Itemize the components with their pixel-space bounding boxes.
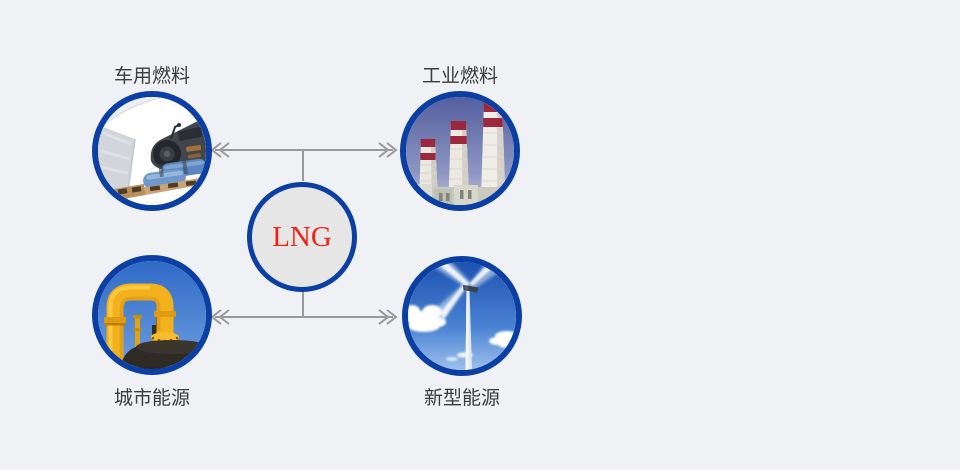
vehicle-fuel-node bbox=[92, 91, 212, 211]
city-gas-pipeline-photo bbox=[98, 261, 206, 369]
label-city-energy: 城市能源 bbox=[113, 388, 190, 409]
new-energy-node bbox=[402, 256, 522, 376]
lng-label: LNG bbox=[272, 220, 332, 253]
label-industrial-fuel: 工业燃料 bbox=[421, 66, 498, 87]
wind-turbine-photo bbox=[408, 262, 516, 370]
label-new-energy: 新型能源 bbox=[423, 388, 500, 409]
car-engine-photo bbox=[98, 97, 206, 205]
lng-center-node: LNG bbox=[247, 182, 357, 292]
label-vehicle-fuel: 车用燃料 bbox=[113, 66, 190, 87]
power-plant-chimneys-photo bbox=[406, 97, 514, 205]
industrial-fuel-node bbox=[400, 91, 520, 211]
city-energy-node bbox=[92, 255, 212, 375]
